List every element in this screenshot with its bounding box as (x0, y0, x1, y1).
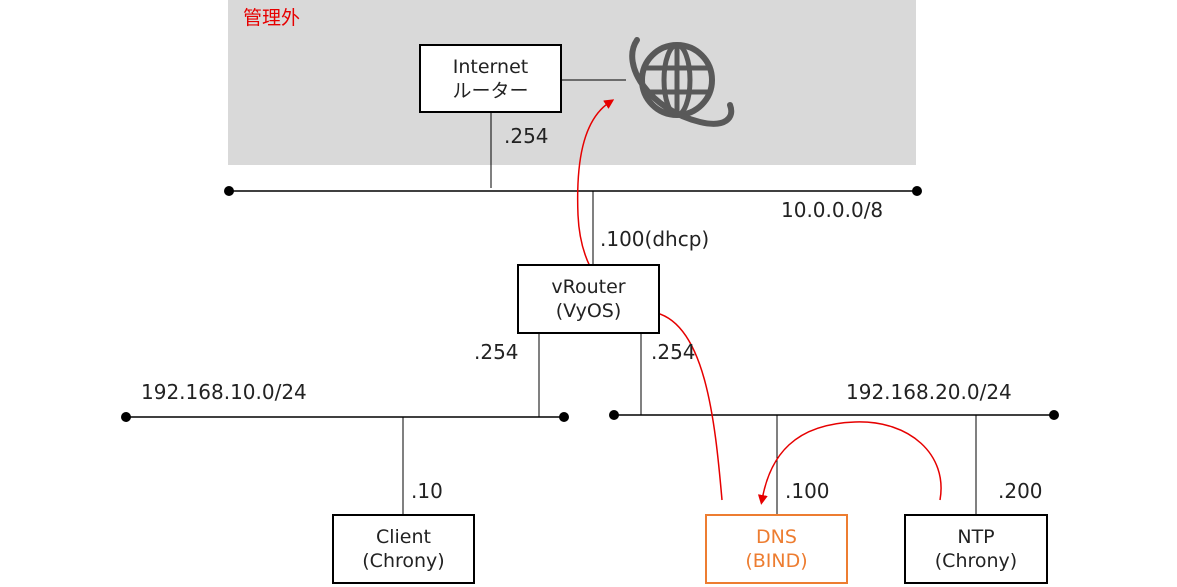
lan20-bus-end-left (609, 410, 619, 420)
client-address: .10 (411, 479, 443, 503)
lan10-bus-end-right (559, 412, 569, 422)
ntp-node: NTP (Chrony) (904, 514, 1048, 584)
ntp-to-dns-arrow (757, 421, 942, 505)
vrouter-node: vRouter (VyOS) (517, 264, 660, 334)
wan-cidr-label: 10.0.0.0/8 (781, 198, 884, 222)
unmanaged-zone-label: 管理外 (243, 7, 301, 29)
ntp-software: (Chrony) (934, 550, 1018, 572)
unmanaged-zone (228, 0, 916, 165)
internet-router-name: Internet (452, 55, 529, 78)
dns-address: .100 (785, 479, 830, 503)
internet-router-type: ルーター (452, 79, 529, 102)
lan10-cidr-label: 192.168.10.0/24 (141, 380, 307, 404)
lan20-cidr-label: 192.168.20.0/24 (846, 380, 1012, 404)
vrouter-lan10-address: .254 (474, 340, 519, 364)
internet-router-node: Internet ルーター (419, 44, 562, 113)
vrouter-lan20-address: .254 (651, 340, 696, 364)
client-node: Client (Chrony) (332, 514, 475, 584)
wan-bus-end-left (224, 186, 234, 196)
lan20-bus-end-right (1049, 410, 1059, 420)
ntp-address: .200 (998, 479, 1043, 503)
vrouter-wan-address: .100(dhcp) (600, 227, 710, 251)
dns-name: DNS (756, 526, 797, 548)
dns-node: DNS (BIND) (705, 514, 848, 584)
ntp-name: NTP (957, 526, 995, 548)
dns-software: (BIND) (745, 550, 808, 572)
globe-icon (629, 37, 735, 127)
client-software: (Chrony) (362, 550, 445, 572)
client-name: Client (375, 526, 431, 548)
wan-bus-end-right (912, 186, 922, 196)
vrouter-name: vRouter (551, 276, 626, 298)
internet-router-address: .254 (504, 124, 549, 148)
vrouter-software: (VyOS) (555, 300, 622, 322)
lan10-bus-end-left (121, 412, 131, 422)
